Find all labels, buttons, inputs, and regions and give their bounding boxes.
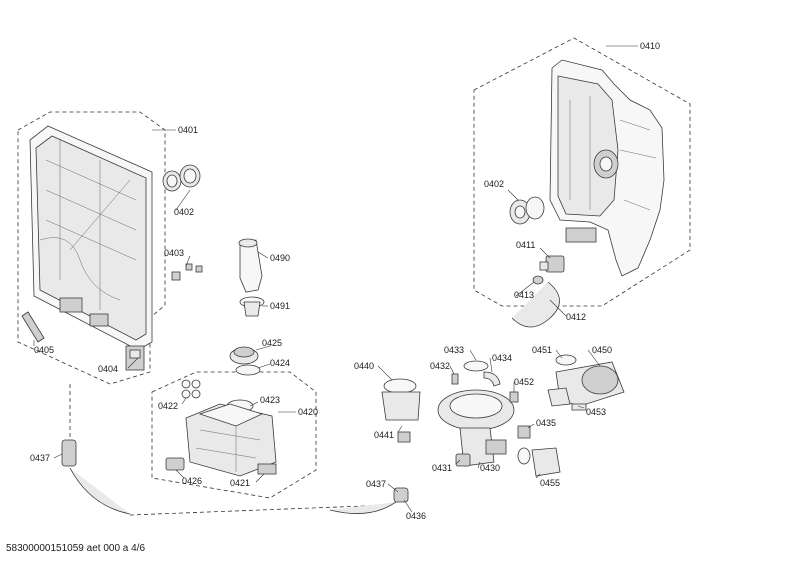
label-0403: 0403 — [164, 248, 184, 258]
label-0412: 0412 — [566, 312, 586, 322]
label-0435: 0435 — [536, 418, 556, 428]
part-0411-valve — [539, 255, 565, 273]
label-0440: 0440 — [354, 361, 374, 371]
part-0425-cap — [229, 346, 259, 365]
label-0441: 0441 — [374, 430, 394, 440]
part-0440-sensor — [381, 378, 421, 421]
part-0402-bearing-right — [509, 196, 545, 225]
label-0450: 0450 — [592, 345, 612, 355]
label-0430: 0430 — [480, 463, 500, 473]
part-0453-pipe — [571, 403, 587, 411]
label-0402-left: 0402 — [174, 207, 194, 217]
part-0491-cap — [239, 296, 265, 317]
part-0422-seals — [181, 379, 201, 399]
dash-connector-2 — [129, 504, 391, 516]
label-0452: 0452 — [514, 377, 534, 387]
label-0405: 0405 — [34, 345, 54, 355]
part-0431-plug — [455, 453, 471, 467]
part-0452-clip — [509, 391, 519, 403]
part-0455-pump — [517, 447, 561, 477]
center-group-boundary — [151, 371, 317, 499]
label-0433: 0433 — [444, 345, 464, 355]
left-group-boundary — [17, 111, 166, 385]
part-0402-bearing-left — [162, 164, 201, 192]
label-0437-left: 0437 — [30, 453, 50, 463]
label-0451: 0451 — [532, 345, 552, 355]
part-0405-rod — [21, 311, 45, 343]
part-0441-plug — [397, 431, 411, 443]
part-0426-valve — [165, 457, 185, 471]
label-0410: 0410 — [640, 41, 660, 51]
document-footer-code: 58300000151059 aet 000 a 4/6 — [6, 543, 145, 554]
label-0423: 0423 — [260, 395, 280, 405]
part-0433-seal — [463, 360, 489, 372]
leader-lines — [33, 45, 638, 513]
part-0404-connector — [125, 345, 145, 371]
label-0421: 0421 — [230, 478, 250, 488]
label-0426: 0426 — [182, 476, 202, 486]
part-0420-softener — [185, 403, 277, 477]
part-0437-inlet-hose — [61, 439, 131, 515]
right-group-boundary — [473, 37, 691, 307]
label-0404: 0404 — [98, 364, 118, 374]
label-0434: 0434 — [492, 353, 512, 363]
part-0435-coupler — [517, 425, 531, 439]
label-0455: 0455 — [540, 478, 560, 488]
label-0491: 0491 — [270, 301, 290, 311]
label-0490: 0490 — [270, 253, 290, 263]
label-0425: 0425 — [262, 338, 282, 348]
label-0436: 0436 — [406, 511, 426, 521]
part-0401-panel — [29, 125, 153, 351]
label-0422: 0422 — [158, 401, 178, 411]
label-0411: 0411 — [516, 240, 535, 250]
part-0424-seal — [235, 364, 261, 376]
label-0432: 0432 — [430, 361, 450, 371]
part-0432-screw — [451, 373, 459, 385]
part-0430-sump — [437, 389, 515, 467]
label-0453: 0453 — [586, 407, 606, 417]
part-0450-pump — [547, 354, 625, 407]
part-0413-clamp — [532, 275, 544, 285]
part-0421-bracket — [257, 463, 277, 475]
part-0434-clamp — [483, 371, 501, 387]
label-0401: 0401 — [178, 125, 198, 135]
part-0490-funnel — [238, 238, 263, 293]
label-0424: 0424 — [270, 358, 290, 368]
part-0403-clips — [171, 263, 203, 281]
label-0431: 0431 — [432, 463, 452, 473]
label-0402-right: 0402 — [484, 179, 504, 189]
part-0437-drain-hose — [329, 487, 409, 514]
part-0412-hose — [511, 281, 560, 328]
label-0413: 0413 — [514, 290, 534, 300]
label-0437-right: 0437 — [366, 479, 386, 489]
part-0410-tub-side — [549, 59, 665, 277]
label-0420: 0420 — [298, 407, 318, 417]
